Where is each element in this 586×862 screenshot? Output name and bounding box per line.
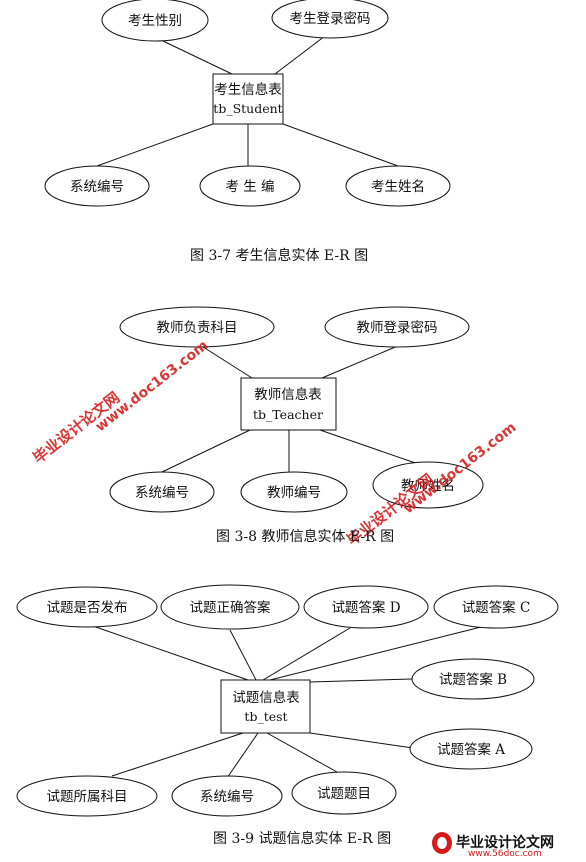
svg-text:教师信息表: 教师信息表 [254,386,322,403]
attribute-test-system-id: 系统编号 [171,775,283,817]
svg-text:考生登录密码: 考生登录密码 [290,10,371,27]
figure-3-8: 教师负责科目 教师登录密码 教师信息表 tb_Teacher 系统编号 教师编号… [109,306,484,513]
svg-text:试题是否发布: 试题是否发布 [47,600,128,616]
attribute-test-published: 试题是否发布 [16,586,158,628]
figure-3-7: 考生性别 考生登录密码 考生信息表 tb_Student 系统编号 考 生 编 … [44,0,451,207]
svg-text:教师登录密码: 教师登录密码 [357,319,438,336]
svg-text:考 生 编: 考 生 编 [225,179,274,195]
attribute-student-password: 考生登录密码 [271,0,389,39]
attribute-test-answer-d: 试题答案 D [303,585,429,629]
svg-text:系统编号: 系统编号 [200,789,254,805]
attribute-teacher-id: 教师编号 [240,471,348,513]
svg-text:考生姓名: 考生姓名 [371,179,425,195]
caption-figure-3-9: 图 3-9 试题信息实体 E-R 图 [213,831,392,847]
attribute-teacher-subject: 教师负责科目 [119,306,275,348]
attribute-teacher-system-id: 系统编号 [109,471,215,513]
svg-text:试题题目: 试题题目 [317,786,371,802]
svg-text:教师姓名: 教师姓名 [401,478,455,494]
svg-text:试题信息表: 试题信息表 [232,689,300,706]
entity-teacher: 教师信息表 tb_Teacher [240,377,337,431]
svg-text:系统编号: 系统编号 [70,179,124,195]
attribute-test-answer-c: 试题答案 C [433,585,559,629]
svg-text:试题答案 B: 试题答案 B [439,671,507,688]
attribute-test-subject: 试题所属科目 [16,775,158,817]
figure-3-9: 试题是否发布 试题正确答案 试题答案 D 试题答案 C 试题答案 B 试题信息表… [16,584,559,817]
svg-text:试题答案 C: 试题答案 C [462,599,531,616]
watermark-overlay: 毕业设计论文网 www.doc163.com 毕业设计论文网 www.doc16… [29,337,519,549]
attribute-student-name: 考生姓名 [345,165,451,207]
caption-figure-3-8: 图 3-8 教师信息实体 E-R 图 [216,529,395,545]
svg-text:试题答案 D: 试题答案 D [331,599,400,616]
svg-text:教师负责科目: 教师负责科目 [157,320,238,336]
logo-url: www.56doc.com [468,849,542,859]
attribute-student-id: 考 生 编 [199,165,301,207]
svg-text:tb_Student: tb_Student [213,101,282,116]
connector-lines [89,35,486,779]
watermark-text-url: www.doc163.com [93,337,212,435]
svg-text:tb_test: tb_test [244,709,287,724]
svg-text:教师编号: 教师编号 [267,485,321,501]
caption-figure-3-7: 图 3-7 考生信息实体 E-R 图 [190,248,369,264]
attribute-test-correct-answer: 试题正确答案 [160,584,300,630]
site-logo [432,832,452,854]
entity-student: 考生信息表 tb_Student [212,73,284,125]
attribute-student-system-id: 系统编号 [44,165,150,207]
logo-title: 毕业设计论文网 [456,835,554,851]
svg-text:tb_Teacher: tb_Teacher [253,407,323,422]
entity-test: 试题信息表 tb_test [220,679,311,734]
svg-text:考生性别: 考生性别 [128,13,182,29]
attribute-student-gender: 考生性别 [101,0,209,42]
attribute-test-answer-b: 试题答案 B [411,658,535,700]
svg-text:试题答案 A: 试题答案 A [437,741,505,758]
svg-text:试题正确答案: 试题正确答案 [190,599,271,616]
attribute-teacher-name: 教师姓名 [372,461,484,509]
svg-text:系统编号: 系统编号 [135,485,189,501]
svg-text:考生信息表: 考生信息表 [214,81,282,98]
attribute-teacher-password: 教师登录密码 [324,306,470,348]
svg-text:试题所属科目: 试题所属科目 [47,789,128,805]
attribute-test-answer-a: 试题答案 A [409,728,533,770]
attribute-test-question: 试题题目 [291,771,397,815]
